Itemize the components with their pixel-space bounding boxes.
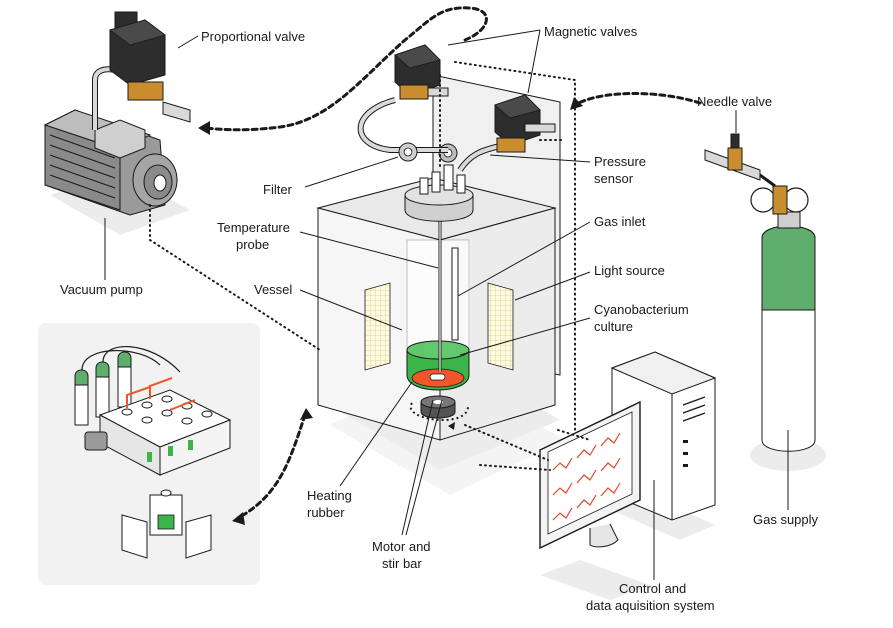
label-gas-inlet: Gas inlet xyxy=(594,214,646,229)
label-pressure-sensor-line2: sensor xyxy=(594,171,634,186)
label-control-line1: Control and xyxy=(619,581,686,596)
label-pressure-sensor-line1: Pressure xyxy=(594,154,646,169)
magnetic-valve-right xyxy=(494,94,556,153)
label-motor-line2: stir bar xyxy=(382,556,422,571)
label-gas-supply: Gas supply xyxy=(753,512,819,527)
label-temperature-probe-line2: probe xyxy=(236,237,269,252)
label-control-line2: data aquisition system xyxy=(586,598,715,613)
gas-cylinder xyxy=(750,185,816,452)
label-culture-line2: culture xyxy=(594,319,633,334)
label-culture-line1: Cyanobacterium xyxy=(594,302,689,317)
vacuum-pump xyxy=(43,109,178,216)
label-heating-rubber-line1: Heating xyxy=(307,488,352,503)
arrow-heads xyxy=(198,97,583,525)
monitor xyxy=(539,400,641,550)
inset-panel xyxy=(38,323,260,585)
magnetic-valve-left xyxy=(394,44,449,100)
label-light-source: Light source xyxy=(594,263,665,278)
label-heating-rubber-line2: rubber xyxy=(307,505,345,520)
proportional-valve xyxy=(92,11,191,130)
label-vacuum-pump: Vacuum pump xyxy=(60,282,143,297)
label-needle-valve: Needle valve xyxy=(697,94,772,109)
vessel-lid xyxy=(404,143,474,222)
signal-lines xyxy=(149,61,591,471)
label-temperature-probe-line1: Temperature xyxy=(217,220,290,235)
flow-arrows xyxy=(203,6,702,520)
labels: Proportional valve Magnetic valves Needl… xyxy=(60,24,819,613)
label-filter: Filter xyxy=(263,182,293,197)
needle-valve xyxy=(704,133,776,188)
label-proportional-valve: Proportional valve xyxy=(201,29,305,44)
label-vessel: Vessel xyxy=(254,282,292,297)
label-magnetic-valves: Magnetic valves xyxy=(544,24,638,39)
leader-lines xyxy=(104,29,789,580)
culture-vessel xyxy=(406,200,470,430)
light-source-panels xyxy=(364,282,514,371)
filter xyxy=(398,142,418,162)
label-motor-line1: Motor and xyxy=(372,539,431,554)
